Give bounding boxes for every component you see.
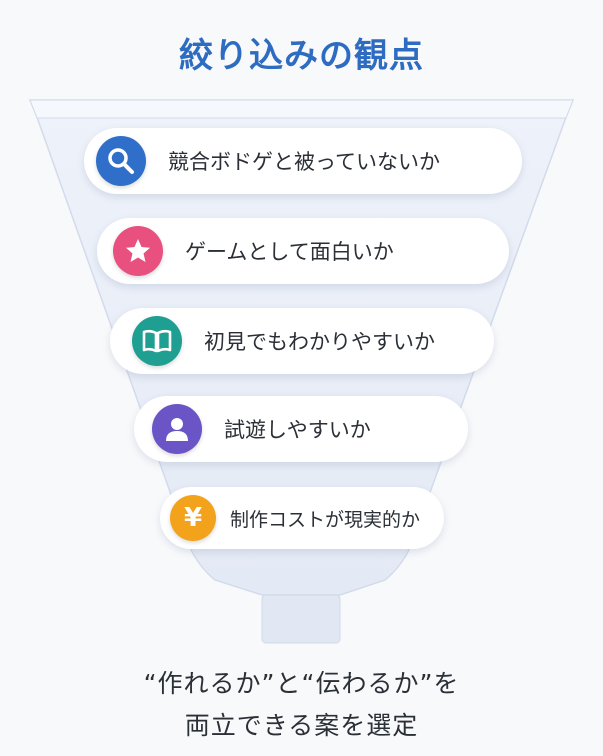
conclusion-line-1: “作れるか”と“伝わるか”を: [143, 669, 460, 698]
criterion-clarity: 初見でもわかりやすいか: [110, 308, 494, 374]
star-icon: [113, 226, 163, 276]
funnel-rim: [29, 99, 574, 119]
criterion-label: 競合ボドゲと被っていないか: [168, 150, 440, 174]
criterion-fun: ゲームとして面白いか: [97, 218, 509, 284]
yen-icon: ¥: [170, 495, 216, 541]
criterion-label: ゲームとして面白いか: [185, 240, 394, 264]
criterion-playtest: 試遊しやすいか: [134, 396, 468, 462]
funnel-spout: [261, 594, 341, 644]
criterion-competition: 競合ボドゲと被っていないか: [84, 128, 522, 194]
person-icon: [152, 404, 202, 454]
conclusion-line-2: 両立できる案を選定: [184, 711, 419, 740]
book-icon: [132, 316, 182, 366]
page-title: 絞り込みの観点: [179, 36, 424, 76]
criterion-label: 制作コストが現実的か: [230, 508, 421, 531]
criterion-label: 試遊しやすいか: [224, 418, 371, 442]
criterion-label: 初見でもわかりやすいか: [204, 330, 435, 354]
search-icon: [96, 136, 146, 186]
criterion-cost: ¥ 制作コストが現実的か: [160, 487, 444, 549]
